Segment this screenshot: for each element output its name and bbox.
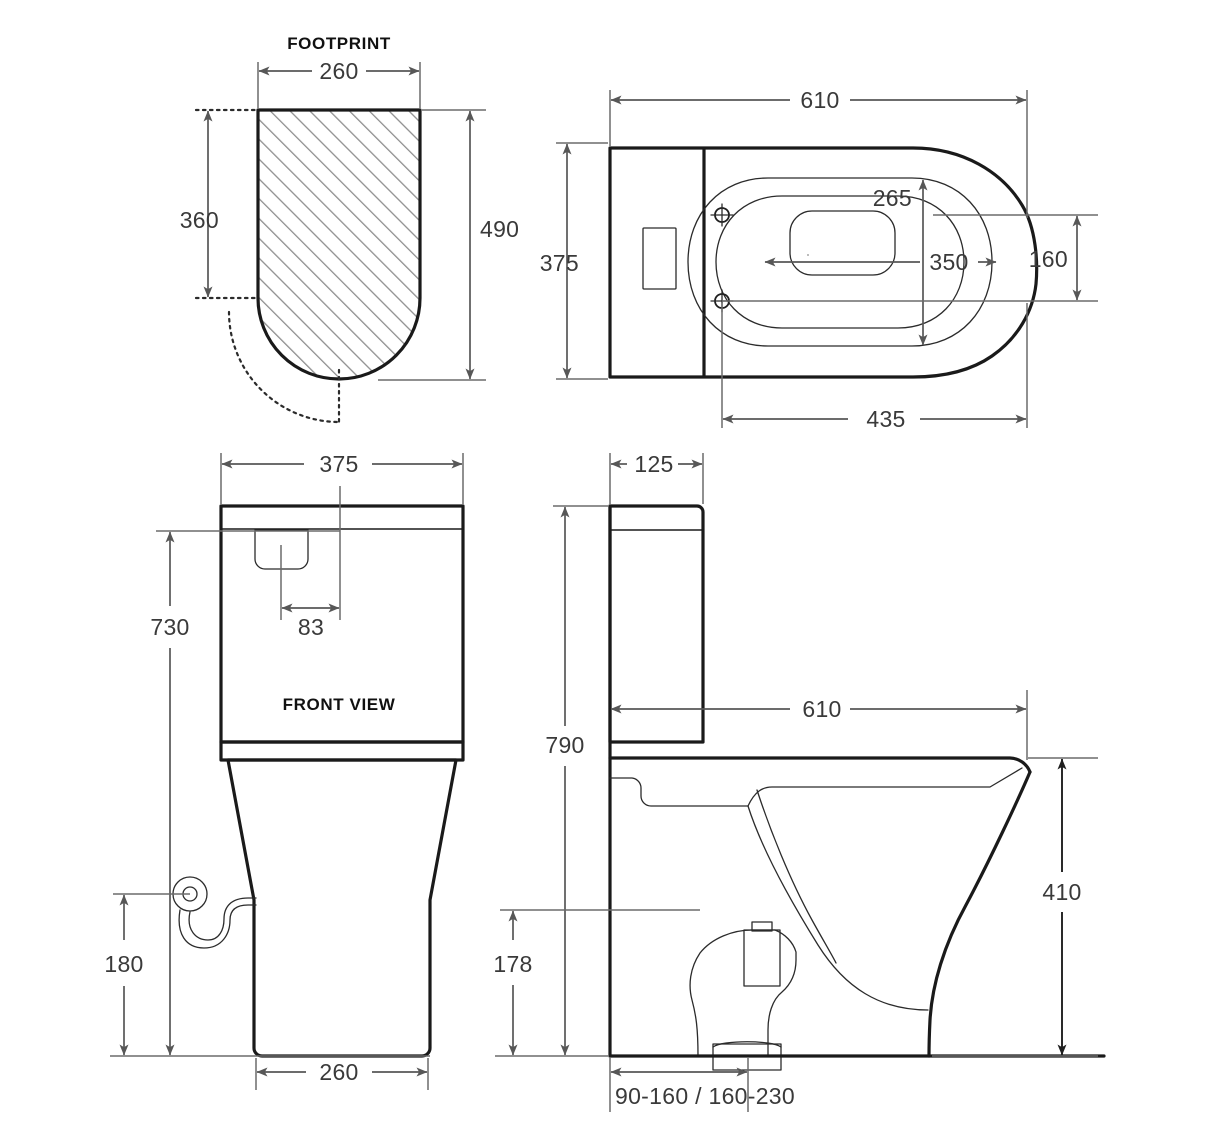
- plan-fixing-hole-upper: [710, 203, 734, 227]
- front-inlet-assembly: [172, 876, 257, 949]
- front-dim-180-label: 180: [104, 951, 143, 977]
- plan-bowl-rim: [715, 195, 965, 329]
- front-cistern-base-outline: [219, 740, 465, 762]
- side-dim-125-label: 125: [634, 451, 673, 477]
- front-dim-730-label: 730: [150, 614, 189, 640]
- side-bowl-underside: [747, 805, 929, 1011]
- side-seat-rim: [747, 767, 1023, 807]
- footprint-swing-arc: [227, 310, 341, 424]
- side-dim-610-label: 610: [802, 696, 841, 722]
- plan-dim-265-label: 265: [873, 185, 912, 211]
- front-dim-260-label: 260: [319, 1059, 358, 1085]
- plan-seat-outline: [687, 177, 993, 347]
- side-bowl-outer-profile: [927, 770, 1032, 1058]
- view-front: 375 83 730 180 260 FRONT VIEW: [104, 451, 465, 1090]
- side-trap-body-front: [767, 929, 797, 1057]
- footprint-dim-260-label: 260: [319, 58, 358, 84]
- side-dim-410-label: 410: [1042, 879, 1081, 905]
- side-trap-body: [689, 929, 776, 1057]
- front-dim-375-label: 375: [319, 451, 358, 477]
- footprint-outline: [256, 108, 422, 381]
- side-outlet-spigot-upper: [743, 929, 781, 987]
- footprint-hatch-fill: [258, 110, 420, 379]
- view-side: 125 790 610 410 178 90-160 / 160-230: [493, 451, 1106, 1112]
- plan-bowl-opening: [789, 210, 896, 276]
- side-outlet-spigot-cap: [751, 921, 773, 932]
- plan-dim-610-label: 610: [800, 87, 839, 113]
- side-cistern-outline: [608, 504, 705, 744]
- side-bowl-inner-profile: [756, 789, 837, 964]
- footprint-title: FOOTPRINT: [287, 34, 391, 53]
- plan-dim-350-label: 350: [929, 249, 968, 275]
- side-pan-top-outline: [608, 756, 1032, 774]
- side-pan-rear-shoulder: [609, 777, 749, 807]
- plan-dim-375-label: 375: [540, 250, 579, 276]
- front-dim-83-label: 83: [298, 614, 324, 640]
- view-plan: 610 375 265 350 160 435: [540, 87, 1098, 432]
- front-view-title: FRONT VIEW: [283, 695, 396, 714]
- front-pan-outline: [226, 758, 458, 1058]
- plan-flush-button: [642, 227, 677, 290]
- footprint-dim-360-label: 360: [180, 207, 219, 233]
- front-flush-button: [254, 529, 309, 570]
- view-footprint: 260 360 490 FOOTPRINT: [180, 34, 519, 424]
- plan-body-outline: [608, 146, 1039, 379]
- side-dim-178-label: 178: [493, 951, 532, 977]
- side-dim-790-label: 790: [545, 732, 584, 758]
- side-dim-range-label: 90-160 / 160-230: [615, 1083, 795, 1109]
- footprint-dim-490-label: 490: [480, 216, 519, 242]
- plan-dim-435-label: 435: [866, 406, 905, 432]
- side-outlet-floor-curve: [712, 1041, 782, 1048]
- plan-dim-160-label: 160: [1029, 246, 1068, 272]
